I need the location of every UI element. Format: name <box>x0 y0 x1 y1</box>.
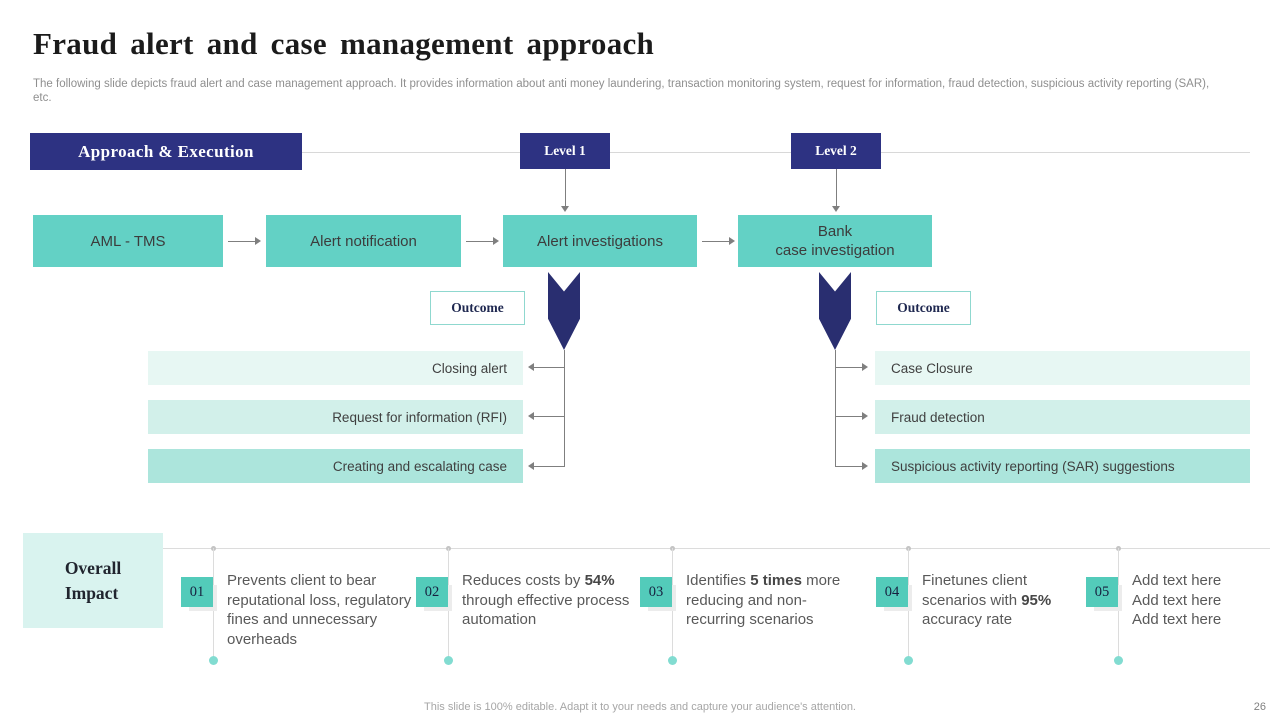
impact-connector-line <box>908 548 909 660</box>
outcome-row[interactable]: Suspicious activity reporting (SAR) sugg… <box>875 449 1250 483</box>
impact-description: Prevents client to bear reputational los… <box>227 571 423 649</box>
outcome-row[interactable]: Creating and escalating case <box>148 449 523 483</box>
teal-dot-icon <box>904 656 913 665</box>
flow-step-bank-case-investigation[interactable]: Bank case investigation <box>738 215 932 267</box>
right-outcome-branch <box>836 416 864 417</box>
impact-number-badge[interactable]: 04 <box>876 577 908 607</box>
impact-number-badge[interactable]: 01 <box>181 577 213 607</box>
outcome-row-label: Creating and escalating case <box>332 458 507 474</box>
impact-rule <box>163 548 1270 549</box>
outcome-row-label: Closing alert <box>431 360 507 376</box>
impact-highlight: 5 times <box>750 572 802 589</box>
right-arrowhead-icon <box>862 363 868 371</box>
outcome-row[interactable]: Closing alert <box>148 351 523 385</box>
left-outcome-branch <box>533 367 565 368</box>
flow-step-alert-investigations[interactable]: Alert investigations <box>503 215 697 267</box>
impact-connector-line <box>1118 548 1119 660</box>
outcome-label-right[interactable]: Outcome <box>876 291 971 325</box>
level-2-connector-line <box>836 169 837 207</box>
page-title: Fraud alert and case management approach <box>33 26 655 61</box>
impact-description: Identifies 5 times more reducing and non… <box>686 571 866 630</box>
flow-arrow-line <box>466 241 494 242</box>
impact-number-badge[interactable]: 02 <box>416 577 448 607</box>
level-1-connector-line <box>565 169 566 207</box>
level-2-badge[interactable]: Level 2 <box>791 133 881 169</box>
teal-dot-icon <box>209 656 218 665</box>
outcome-row[interactable]: Fraud detection <box>875 400 1250 434</box>
impact-highlight: 54% <box>584 572 615 589</box>
impact-description: Reduces costs by 54% through effective p… <box>462 571 644 630</box>
impact-text-segment: accuracy rate <box>922 611 1013 628</box>
teal-dot-icon <box>668 656 677 665</box>
flow-step-alert-notification[interactable]: Alert notification <box>266 215 461 267</box>
level-2-arrowhead-icon <box>832 206 840 212</box>
chevron-down-icon <box>819 272 851 350</box>
header-rule <box>302 152 1250 153</box>
right-arrowhead-icon <box>862 462 868 470</box>
outcome-row-label: Case Closure <box>891 360 973 376</box>
impact-text-segment: Finetunes client scenarios with <box>922 572 1028 609</box>
impact-text-segment: through effective process automation <box>462 591 630 629</box>
flow-arrow-icon <box>729 237 735 245</box>
left-outcome-spine <box>564 350 565 467</box>
flow-arrow-line <box>228 241 256 242</box>
chevron-down-icon <box>548 272 580 350</box>
page-number: 26 <box>1253 701 1266 713</box>
impact-number-badge[interactable]: 03 <box>640 577 672 607</box>
impact-text-segment: Add text here <box>1132 572 1222 589</box>
impact-text-segment: Add text here <box>1132 591 1222 609</box>
outcome-row-label: Fraud detection <box>891 409 985 425</box>
level-1-arrowhead-icon <box>561 206 569 212</box>
flow-arrow-line <box>702 241 730 242</box>
impact-connector-line <box>672 548 673 660</box>
left-outcome-branch <box>533 416 565 417</box>
impact-description: Finetunes client scenarios with 95% accu… <box>922 571 1094 630</box>
flow-step-aml-tms[interactable]: AML - TMS <box>33 215 223 267</box>
right-arrowhead-icon <box>862 412 868 420</box>
outcome-row-label: Suspicious activity reporting (SAR) sugg… <box>891 458 1175 474</box>
teal-dot-icon <box>444 656 453 665</box>
impact-text-segment: Prevents client to bear reputational los… <box>227 572 412 648</box>
flow-arrow-icon <box>493 237 499 245</box>
impact-highlight: 95% <box>1021 591 1052 609</box>
impact-connector-line <box>213 548 214 660</box>
overall-impact-heading: Overall Impact <box>64 557 122 603</box>
outcome-label-left[interactable]: Outcome <box>430 291 525 325</box>
right-outcome-spine <box>835 350 836 467</box>
overall-impact-box[interactable]: Overall Impact <box>23 533 163 628</box>
impact-text-segment: Identifies <box>686 572 751 589</box>
right-outcome-branch <box>836 367 864 368</box>
impact-text-segment: Reduces costs by <box>462 572 585 589</box>
outcome-row-label: Request for information (RFI) <box>332 409 507 425</box>
outcome-row[interactable]: Request for information (RFI) <box>148 400 523 434</box>
impact-text-segment: more reducing and non-recurring scenario… <box>686 572 841 628</box>
left-arrowhead-icon <box>528 462 534 470</box>
teal-dot-icon <box>1114 656 1123 665</box>
outcome-row[interactable]: Case Closure <box>875 351 1250 385</box>
page-subtitle: The following slide depicts fraud alert … <box>33 78 1210 104</box>
footer-note: This slide is 100% editable. Adapt it to… <box>424 701 856 713</box>
right-outcome-branch <box>836 466 864 467</box>
impact-number-badge[interactable]: 05 <box>1086 577 1118 607</box>
level-1-badge[interactable]: Level 1 <box>520 133 610 169</box>
flow-arrow-icon <box>255 237 261 245</box>
section-label-approach-execution[interactable]: Approach & Execution <box>30 133 302 170</box>
left-arrowhead-icon <box>528 363 534 371</box>
left-outcome-branch <box>533 466 565 467</box>
impact-connector-line <box>448 548 449 660</box>
impact-text-segment: Add text here <box>1132 611 1222 628</box>
left-arrowhead-icon <box>528 412 534 420</box>
